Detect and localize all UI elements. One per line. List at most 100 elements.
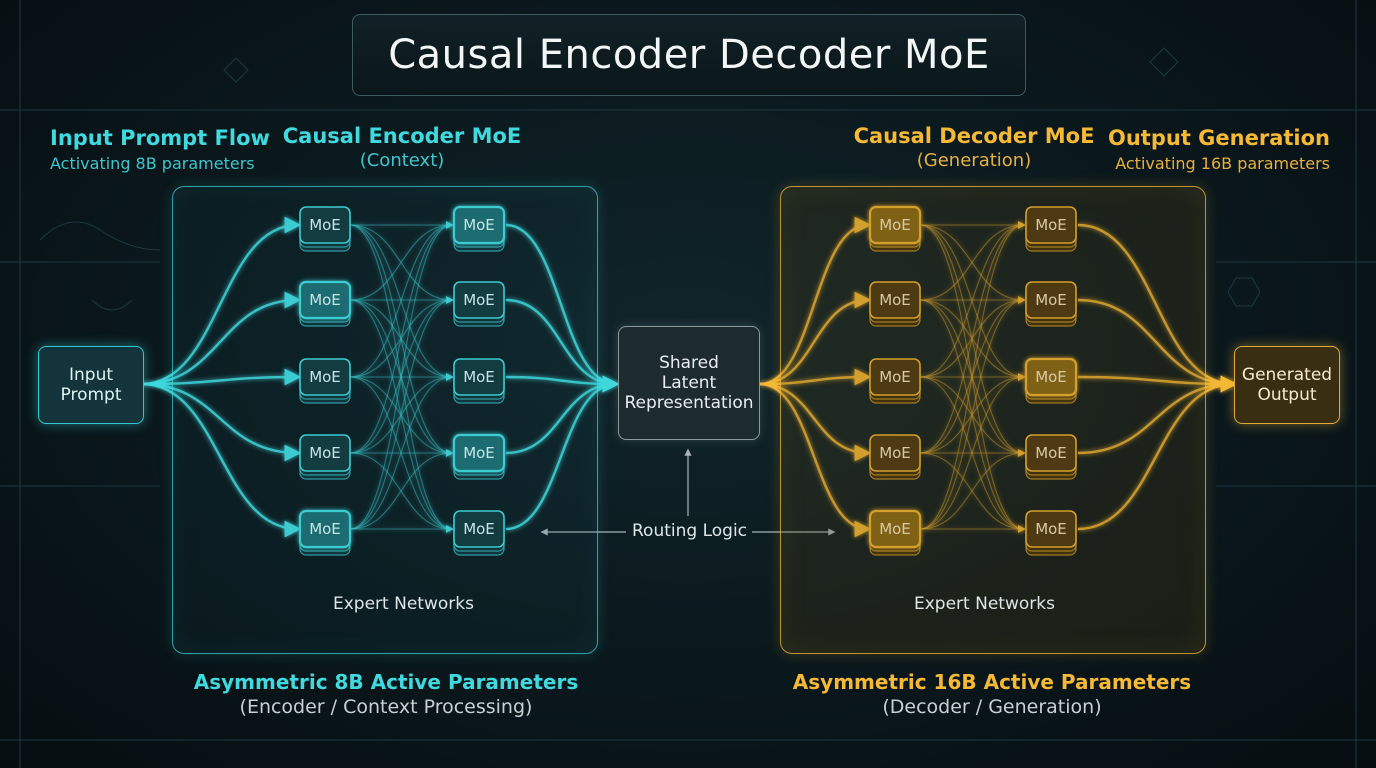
decoder-expert-box — [1025, 510, 1077, 548]
encoder-expert-box — [299, 206, 351, 244]
shared-latent-node: Shared Latent Representation — [618, 326, 760, 440]
encoder-expert-box — [453, 358, 505, 396]
decoder-input-link-5 — [759, 382, 872, 538]
encoder-expert-box — [299, 358, 351, 396]
decoder-expert-1-4: MoE — [869, 434, 921, 480]
routing-arrows — [540, 448, 836, 536]
decoder-heading: Causal Decoder MoE — [853, 124, 1095, 148]
encoder-subheading: (Context) — [359, 150, 445, 171]
decoder-expert-box — [1025, 281, 1077, 319]
decoder-output-link-1 — [1077, 223, 1238, 393]
encoder-expert-label: MoE — [463, 368, 495, 386]
decoder-cross-link-5-2 — [919, 296, 1026, 530]
encoder-expert-label: MoE — [309, 291, 341, 309]
generated-output-label: Generated Output — [1241, 365, 1333, 405]
output-flow-heading: Output Generation — [1108, 126, 1330, 150]
decoder-cross-link-5-3 — [919, 373, 1026, 530]
decoder-footer-subheading: (Decoder / Generation) — [882, 696, 1102, 718]
decoder-panel — [780, 186, 1206, 654]
decoder-expert-1-1: MoE — [868, 205, 922, 252]
encoder-footer-heading: Asymmetric 8B Active Parameters — [193, 670, 579, 694]
decoder-expert-label: MoE — [1035, 368, 1067, 386]
routing-logic-label: Routing Logic — [632, 521, 748, 541]
encoder-expert-label: MoE — [463, 216, 495, 234]
decoder-expert-2-2: MoE — [1025, 281, 1077, 327]
decoder-subheading: (Generation) — [916, 150, 1032, 171]
encoder-expert-box — [298, 280, 352, 320]
encoder-expert-box — [453, 281, 505, 319]
encoder-input-link-4 — [141, 382, 302, 462]
decoder-expert-2-5: MoE — [1025, 510, 1077, 556]
encoder-expert-label: MoE — [463, 520, 495, 538]
expert-nodes: MoE MoE MoE MoE MoE MoE MoE MoE MoE MoE MoE MoE MoE M… — [298, 205, 1078, 556]
decoder-expert-label: MoE — [1035, 216, 1067, 234]
encoder-expert-box — [452, 433, 506, 473]
encoder-input-link-2 — [141, 291, 302, 386]
encoder-expert-1-2: MoE — [298, 280, 352, 327]
decoder-output-link-3 — [1077, 375, 1238, 393]
decoder-cross-link-5-1 — [919, 221, 1026, 530]
diagram-title: Causal Encoder Decoder MoE — [352, 14, 1026, 96]
encoder-cross-link-2-1 — [349, 221, 454, 301]
encoder-output-link-2 — [505, 298, 620, 393]
decoder-expert-networks-label: Expert Networks — [914, 594, 1055, 614]
decoder-expert-box — [1025, 206, 1077, 244]
shared-latent-label: Shared Latent Representation — [624, 353, 754, 413]
decoder-expert-label: MoE — [1035, 444, 1067, 462]
decoder-expert-2-3: MoE — [1024, 357, 1078, 404]
encoder-cross-link-5-3 — [349, 373, 454, 530]
decoder-expert-label: MoE — [879, 291, 911, 309]
decoder-output-link-4 — [1077, 375, 1238, 455]
input-prompt-node: Input Prompt — [38, 346, 144, 424]
encoder-input-link-1 — [141, 216, 302, 386]
decoder-expert-box — [868, 509, 922, 549]
decoder-expert-label: MoE — [879, 444, 911, 462]
encoder-expert-label: MoE — [309, 368, 341, 386]
decoder-expert-label: MoE — [1035, 291, 1067, 309]
decoder-expert-1-3: MoE — [869, 358, 921, 404]
decoder-expert-2-4: MoE — [1025, 434, 1077, 480]
encoder-cross-link-3-1 — [349, 221, 454, 378]
decoder-expert-box — [1024, 357, 1078, 397]
decoder-output-link-2 — [1077, 298, 1238, 393]
encoder-output-link-3 — [505, 375, 620, 393]
encoder-expert-box — [298, 509, 352, 549]
output-flow-subheading: Activating 16B parameters — [1115, 154, 1330, 173]
encoder-expert-label: MoE — [309, 520, 341, 538]
decoder-expert-box — [869, 434, 921, 472]
decoder-cross-link-2-1 — [919, 221, 1026, 301]
input-flow-heading: Input Prompt Flow — [50, 126, 270, 150]
decoder-expert-1-5: MoE — [868, 509, 922, 556]
decoder-expert-label: MoE — [1035, 520, 1067, 538]
encoder-expert-box — [299, 434, 351, 472]
decoder-expert-label: MoE — [879, 216, 911, 234]
encoder-cross-link-5-2 — [349, 296, 454, 530]
encoder-expert-2-1: MoE — [452, 205, 506, 252]
encoder-expert-label: MoE — [309, 444, 341, 462]
decoder-expert-label: MoE — [879, 520, 911, 538]
decoder-expert-1-2: MoE — [869, 281, 921, 327]
encoder-footer-subheading: (Encoder / Context Processing) — [239, 696, 533, 718]
encoder-input-link-3 — [141, 368, 302, 386]
decoder-connections — [759, 216, 1238, 538]
decoder-expert-box — [869, 281, 921, 319]
decoder-input-link-2 — [759, 291, 872, 386]
encoder-expert-2-2: MoE — [453, 281, 505, 327]
encoder-expert-label: MoE — [463, 444, 495, 462]
input-flow-subheading: Activating 8B parameters — [50, 154, 255, 173]
decoder-expert-2-1: MoE — [1025, 206, 1077, 252]
input-prompt-label: Input Prompt — [60, 365, 122, 405]
decoder-input-link-3 — [759, 368, 872, 386]
encoder-output-link-4 — [505, 375, 620, 455]
decoder-cross-link-4-1 — [919, 221, 1026, 454]
decoder-expert-box — [1025, 434, 1077, 472]
decoder-expert-box — [868, 205, 922, 245]
encoder-expert-1-4: MoE — [299, 434, 351, 480]
encoder-panel — [172, 186, 598, 654]
decoder-expert-label: MoE — [879, 368, 911, 386]
decoder-cross-link-5-4 — [919, 449, 1026, 530]
encoder-expert-2-5: MoE — [453, 510, 505, 556]
encoder-expert-box — [452, 205, 506, 245]
encoder-expert-1-1: MoE — [299, 206, 351, 252]
